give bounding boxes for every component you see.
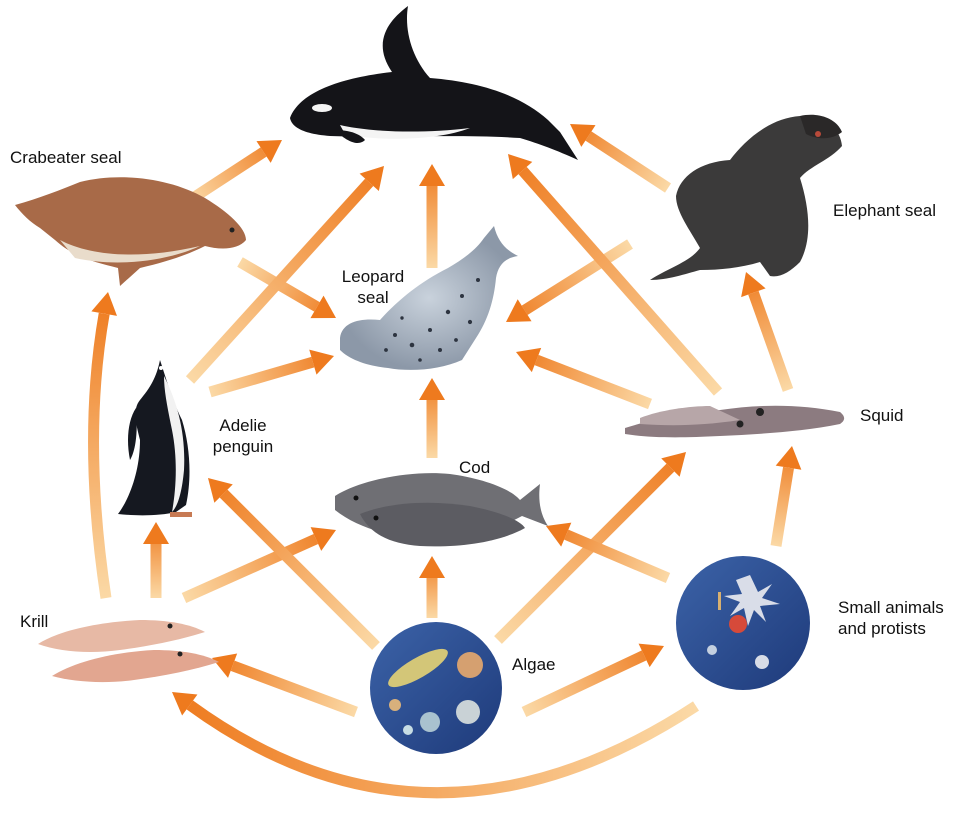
small-animals-label: Small animals and protists — [838, 597, 944, 639]
leopard-seal-label: Leopard seal — [341, 266, 405, 308]
krill-icon — [38, 620, 219, 682]
small-animals-label-line1: Small animals — [838, 597, 944, 618]
arrowhead-small-animals-to-squid — [776, 446, 802, 470]
arrowhead-leopard-seal-to-orca — [419, 164, 445, 186]
adelie-penguin-label-line2: penguin — [208, 436, 278, 457]
leopard-seal-label-line1: Leopard — [341, 266, 405, 287]
squid-label: Squid — [860, 405, 903, 426]
algae-icon — [370, 622, 502, 754]
leopard-seal-label-line2: seal — [341, 287, 405, 308]
krill-label: Krill — [20, 611, 48, 632]
arrow-krill-to-crabeater-seal — [94, 314, 106, 598]
arrow-small-animals-to-squid — [776, 468, 789, 546]
small-animals-label-line2: and protists — [838, 618, 944, 639]
orca-icon — [290, 6, 578, 160]
crabeater-seal-label: Crabeater seal — [10, 147, 122, 168]
arrowhead-krill-to-crabeater-seal — [91, 292, 117, 316]
cod-icon — [335, 473, 548, 546]
arrowhead-krill-to-adelie-penguin — [143, 522, 169, 544]
elephant-seal-icon — [650, 115, 842, 280]
arrow-algae-to-squid — [498, 468, 670, 640]
arrow-squid-to-leopard-seal — [537, 360, 650, 404]
penguin-icon — [118, 360, 192, 517]
adelie-penguin-label-line1: Adelie — [208, 415, 278, 436]
arrow-adelie-penguin-to-leopard-seal — [210, 362, 313, 392]
plankton-icon — [676, 556, 810, 690]
arrowhead-adelie-penguin-to-leopard-seal — [309, 350, 334, 375]
crabeater-seal-icon — [15, 177, 246, 286]
arrow-elephant-seal-to-orca — [588, 136, 668, 188]
elephant-seal-label: Elephant seal — [833, 200, 936, 221]
arrowhead-algae-to-cod — [419, 556, 445, 578]
adelie-penguin-label: Adelie penguin — [208, 415, 278, 457]
algae-label: Algae — [512, 654, 555, 675]
arrowhead-cod-to-leopard-seal — [419, 378, 445, 400]
arrow-squid-to-elephant-seal — [753, 293, 788, 390]
arrow-crabeater-seal-to-orca — [190, 152, 264, 200]
squid-icon — [625, 406, 844, 438]
cod-label: Cod — [459, 457, 490, 478]
arrow-algae-to-krill — [233, 666, 356, 712]
